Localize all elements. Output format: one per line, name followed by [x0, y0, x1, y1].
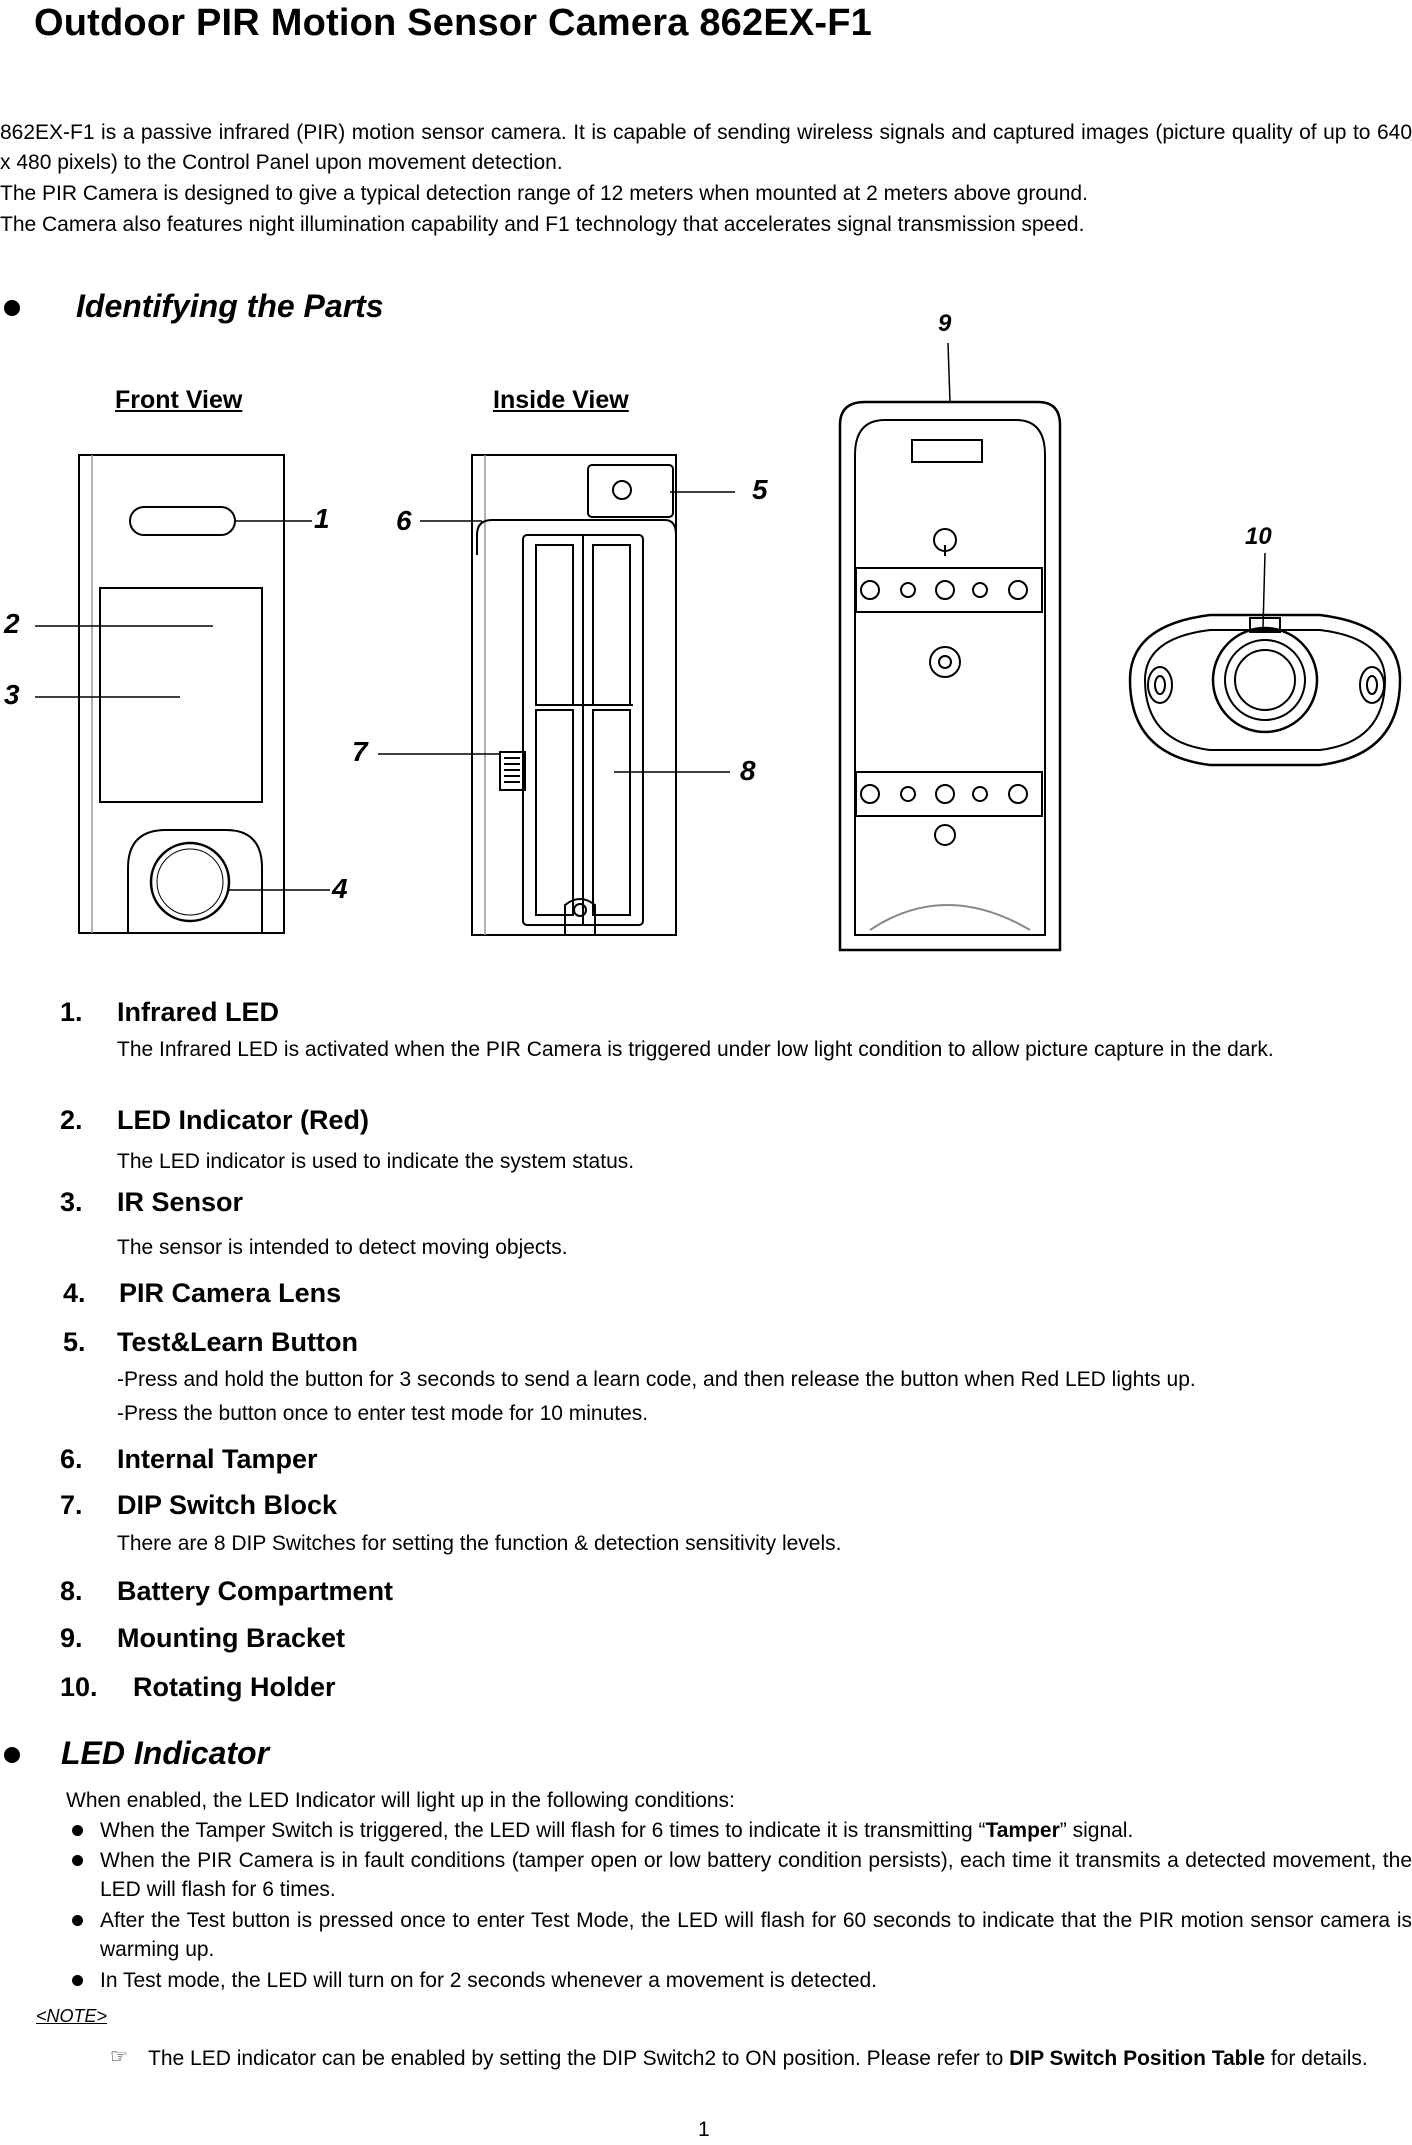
- callout-10: 10: [1245, 523, 1272, 550]
- front-view-label: Front View: [115, 386, 243, 414]
- callout-3: 3: [4, 679, 20, 710]
- part-title: Battery Compartment: [117, 1576, 394, 1606]
- list-bullet: [72, 1825, 83, 1836]
- part-number: 9.: [60, 1623, 83, 1653]
- list-bullet: [72, 1975, 83, 1986]
- page-number: 1: [698, 2118, 710, 2141]
- part-title: Mounting Bracket: [117, 1623, 346, 1653]
- list-bullet: [72, 1855, 83, 1866]
- part-title: Infrared LED: [117, 997, 280, 1027]
- led-intro: When enabled, the LED Indicator will lig…: [66, 1789, 735, 1812]
- callout-8: 8: [740, 755, 756, 786]
- part-number: 3.: [60, 1187, 83, 1217]
- part-number: 6.: [60, 1444, 83, 1474]
- parts-section-heading: Identifying the Parts: [76, 288, 384, 324]
- part-number: 1.: [60, 997, 83, 1027]
- callout-2: 2: [4, 608, 20, 639]
- callout-6: 6: [396, 505, 412, 536]
- note-label: <NOTE>: [36, 2006, 108, 2026]
- part-description: -Press and hold the button for 3 seconds…: [117, 1368, 1196, 1391]
- part-title: Rotating Holder: [133, 1672, 336, 1702]
- callout-7: 7: [352, 736, 368, 767]
- part-number: 4.: [63, 1278, 86, 1308]
- list-bullet: [72, 1915, 83, 1926]
- part-description: The Infrared LED is activated when the P…: [117, 1038, 1274, 1061]
- callout-4: 4: [332, 873, 348, 904]
- part-description: The sensor is intended to detect moving …: [117, 1236, 568, 1259]
- part-title: LED Indicator (Red): [117, 1105, 370, 1135]
- page-title: Outdoor PIR Motion Sensor Camera 862EX-F…: [34, 2, 873, 44]
- note-text: The LED indicator can be enabled by sett…: [148, 2047, 1368, 2070]
- callout-5: 5: [752, 474, 768, 505]
- front-view-drawing: [78, 454, 285, 934]
- intro-paragraph-2: The PIR Camera is designed to give a typ…: [0, 182, 1088, 205]
- led-section-heading: LED Indicator: [61, 1735, 270, 1771]
- callout-1: 1: [314, 503, 330, 534]
- part-description: There are 8 DIP Switches for setting the…: [117, 1532, 842, 1555]
- led-condition-fault: When the PIR Camera is in fault conditio…: [100, 1849, 1412, 1901]
- pointing-hand-icon: ☞: [110, 2046, 128, 2068]
- part-title: Test&Learn Button: [117, 1327, 358, 1357]
- part-number: 8.: [60, 1576, 83, 1606]
- part-title: DIP Switch Block: [117, 1490, 338, 1520]
- part-title: Internal Tamper: [117, 1444, 318, 1474]
- callout-9: 9: [938, 310, 952, 337]
- intro-paragraph-1: 862EX-F1 is a passive infrared (PIR) mot…: [0, 121, 1412, 174]
- part-description: -Press the button once to enter test mod…: [117, 1402, 649, 1425]
- part-number: 10.: [60, 1672, 98, 1702]
- rotating-holder-drawing: [1128, 613, 1402, 767]
- led-condition-test-mode: In Test mode, the LED will turn on for 2…: [100, 1969, 878, 1992]
- parts-diagram: [35, 342, 1402, 952]
- led-condition-test-warmup: After the Test button is pressed once to…: [100, 1909, 1412, 1961]
- part-number: 7.: [60, 1490, 83, 1520]
- part-description: The LED indicator is used to indicate th…: [117, 1150, 635, 1173]
- inside-view-label: Inside View: [493, 386, 629, 414]
- part-title: PIR Camera Lens: [119, 1278, 342, 1308]
- intro-paragraph-3: The Camera also features night illuminat…: [0, 213, 1085, 236]
- section-bullet: [4, 1747, 20, 1763]
- led-condition-tamper: When the Tamper Switch is triggered, the…: [100, 1819, 1134, 1842]
- part-number: 5.: [63, 1327, 86, 1357]
- inside-view-drawing: [471, 454, 677, 936]
- part-number: 2.: [60, 1105, 83, 1135]
- mounting-bracket-drawing: [838, 400, 1062, 952]
- section-bullet: [4, 300, 20, 316]
- callout-leaders: [35, 342, 1266, 891]
- part-title: IR Sensor: [117, 1187, 244, 1217]
